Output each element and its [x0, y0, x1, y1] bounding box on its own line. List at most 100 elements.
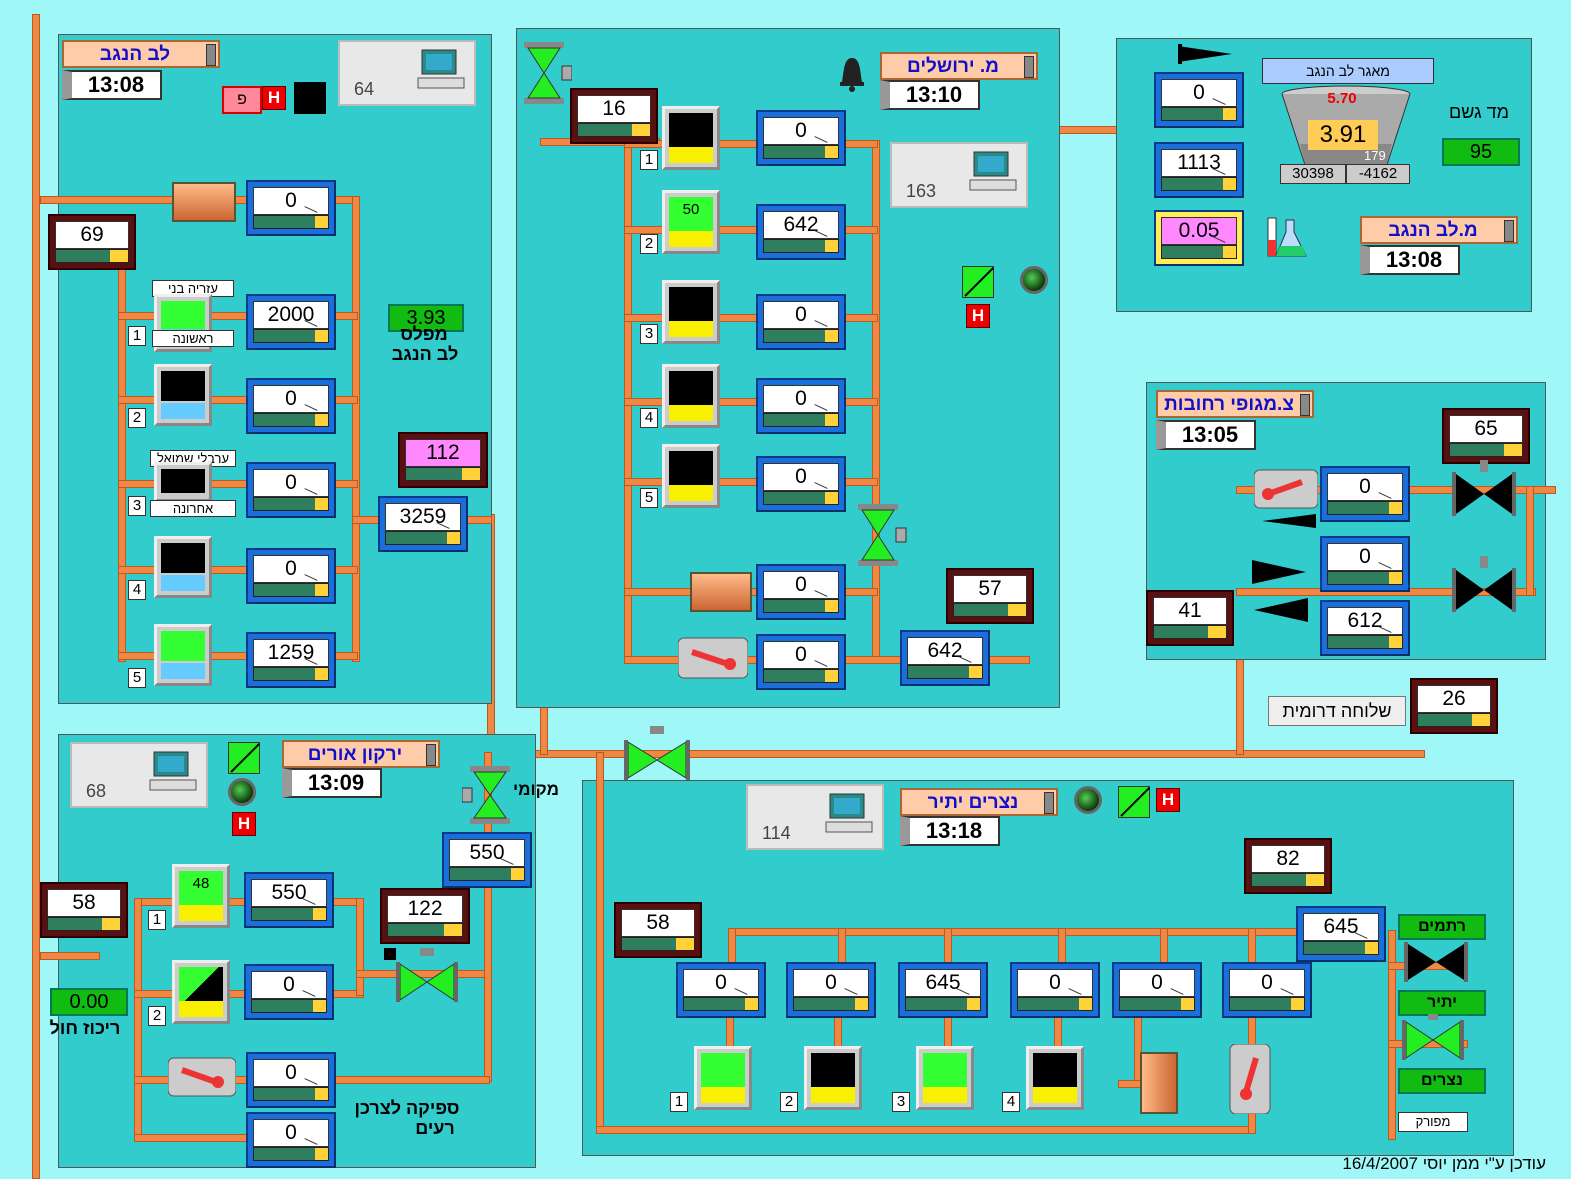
level-display: 3.93: [388, 304, 464, 332]
h-alarm-badge[interactable]: H: [232, 812, 256, 836]
sand-concentration-value: 0.00: [50, 988, 128, 1016]
j-flow-57: 57: [946, 568, 1034, 624]
shlucha-flow: 26: [1410, 678, 1498, 734]
butterfly-valve-icon[interactable]: [384, 946, 470, 1002]
meter-3259: 3259: [378, 496, 468, 552]
pipe: [118, 396, 358, 404]
tank-bottom-1: 30398: [1280, 164, 1346, 184]
butterfly-valve-icon[interactable]: [1398, 1014, 1468, 1062]
r-meter-2: 1113: [1154, 142, 1244, 198]
supply-label: ספיקה לצרכן: [354, 1098, 460, 1118]
j-well-1[interactable]: [662, 106, 720, 170]
arrow-left-icon: [1262, 514, 1316, 528]
gate-valve-icon[interactable]: [1226, 1044, 1274, 1114]
bell-icon[interactable]: [838, 56, 866, 92]
h-alarm-badge[interactable]: H: [966, 304, 990, 328]
pipe: [624, 226, 878, 234]
y-flow-58: 58: [40, 882, 128, 938]
pipe: [356, 898, 364, 996]
computer-64[interactable]: 64: [338, 40, 476, 106]
flow-meter-pipe-icon: [690, 572, 752, 612]
gate-valve-icon[interactable]: [678, 634, 748, 682]
j-meter-2: 642: [756, 204, 846, 260]
supply-label-2: רעים: [415, 1118, 455, 1138]
well-index: 1: [148, 910, 166, 930]
pipe: [1526, 486, 1534, 596]
well-index: 1: [640, 150, 658, 170]
reservoir-title: מ.לב הנגב: [1360, 216, 1518, 244]
meter-well-3: 0: [246, 462, 336, 518]
tank-level-top: 5.70: [1327, 90, 1357, 107]
y-well-1[interactable]: 48: [172, 864, 230, 928]
r-meter-3: 0.05: [1154, 210, 1244, 266]
tank-title: מאגר לב הנגב: [1262, 58, 1434, 84]
pipe: [1248, 928, 1256, 1134]
j-well-4[interactable]: [662, 364, 720, 428]
status-green-square[interactable]: [228, 742, 260, 774]
main-valve-icon[interactable]: [614, 726, 700, 782]
computer-icon: [417, 49, 465, 89]
flow-69: 69: [48, 214, 136, 270]
j-well-2[interactable]: 50: [662, 190, 720, 254]
n-well-3[interactable]: [916, 1046, 974, 1110]
well1-top-label: עזריה בני: [152, 280, 234, 297]
pipe: [624, 314, 878, 322]
flow-16: 16: [570, 88, 658, 144]
well-4[interactable]: [154, 536, 212, 598]
gate-valve-icon[interactable]: [168, 1054, 236, 1100]
status-green-square[interactable]: [962, 266, 994, 298]
computer-68[interactable]: 68: [70, 742, 208, 808]
n-well-2[interactable]: [804, 1046, 862, 1110]
well-2[interactable]: [154, 364, 212, 426]
sand-concentration-label: ריכוז חול: [49, 1018, 121, 1038]
h-alarm-badge[interactable]: H: [262, 86, 286, 110]
j-meter-1: 0: [756, 110, 846, 166]
meter-well-5: 1259: [246, 632, 336, 688]
h-alarm-badge[interactable]: H: [1156, 788, 1180, 812]
computer-114[interactable]: 114: [746, 784, 884, 850]
j-well-5[interactable]: [662, 444, 720, 508]
butterfly-valve-icon[interactable]: [1452, 460, 1516, 516]
well-index: 4: [640, 408, 658, 428]
well-index: 4: [1002, 1092, 1020, 1112]
well-index: 2: [640, 234, 658, 254]
pipe: [1388, 930, 1396, 1140]
n-well-4[interactable]: [1026, 1046, 1084, 1110]
n-meter-645-r: 645: [1296, 906, 1386, 962]
valve-hourglass-icon[interactable]: [462, 766, 516, 824]
computer-icon: [825, 793, 873, 833]
y-meter-c: 0: [246, 1052, 336, 1108]
pipe: [118, 652, 358, 660]
well-index: 2: [780, 1092, 798, 1112]
n-meter-row-3: 645: [898, 962, 988, 1018]
butterfly-valve-icon[interactable]: [1404, 938, 1468, 986]
netzarim-title: נצרים יתיר: [900, 788, 1058, 816]
well-index: 3: [640, 324, 658, 344]
butterfly-valve-icon[interactable]: [1452, 556, 1516, 612]
pipe: [624, 140, 878, 148]
flow-meter-pipe-icon: [1140, 1052, 1178, 1114]
computer-163[interactable]: 163: [890, 142, 1028, 208]
dest-yatir: יתיר: [1398, 990, 1486, 1016]
valve-hourglass-icon[interactable]: [854, 504, 908, 566]
shlucha-label: שלוחה דרומית: [1268, 696, 1406, 726]
arrow-left-icon: [1254, 598, 1308, 622]
valve-hourglass-icon[interactable]: [524, 42, 572, 104]
y-well-2[interactable]: [172, 960, 230, 1024]
rehovot-title: צ.מגופי רחובות: [1156, 390, 1314, 418]
n-well-1[interactable]: [694, 1046, 752, 1110]
well-5[interactable]: [154, 624, 212, 686]
j-meter-a: 0: [756, 564, 846, 620]
j-well-3[interactable]: [662, 280, 720, 344]
lev-hanegev-title: לב הנגב: [62, 40, 220, 68]
rain-value: 95: [1442, 138, 1520, 166]
main-pipe-left: [32, 14, 40, 1179]
r-meter-1: 0: [1154, 72, 1244, 128]
rh-flow-65: 65: [1442, 408, 1530, 464]
gate-valve-icon[interactable]: [1254, 466, 1318, 512]
n-meter-row-4: 0: [1010, 962, 1100, 1018]
well-3[interactable]: [154, 462, 212, 502]
plc-badge[interactable]: פ: [222, 86, 262, 114]
status-green-square[interactable]: [1118, 786, 1150, 818]
meter-top: 0: [246, 180, 336, 236]
